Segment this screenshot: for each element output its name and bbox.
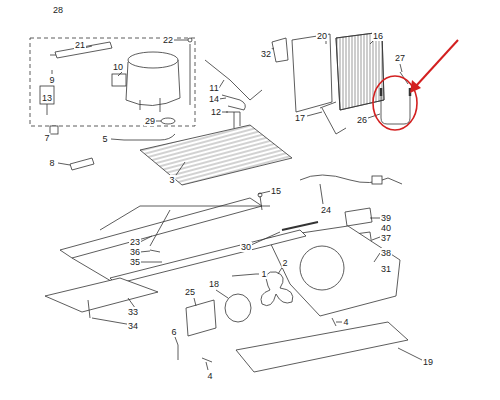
- callout-number: 7: [43, 133, 50, 143]
- callout-number: 26: [356, 115, 368, 125]
- evaporator-cover: [292, 34, 332, 112]
- tube-assembly: [381, 88, 410, 124]
- callout-number: 1: [260, 269, 267, 279]
- callout-number: 2: [281, 258, 288, 268]
- callout-number: 16: [372, 31, 384, 41]
- highlight-circle: [373, 76, 417, 130]
- callout-number: 40: [380, 223, 392, 233]
- callout-number: 30: [240, 242, 252, 252]
- callout-number: 4: [342, 317, 349, 327]
- callout-number: 22: [162, 35, 174, 45]
- callout-number: 13: [41, 93, 53, 103]
- callout-number: 6: [170, 327, 177, 337]
- wire-harness: [300, 175, 402, 184]
- callout-number: 29: [144, 116, 156, 126]
- callout-number: 31: [380, 264, 392, 274]
- line-art: [30, 32, 422, 372]
- callout-number: 5: [101, 134, 108, 144]
- callout-number: 25: [184, 287, 196, 297]
- callout-number: 3: [168, 175, 175, 185]
- callout-number: 18: [208, 279, 220, 289]
- callout-number: 34: [127, 321, 139, 331]
- callout-number: 35: [129, 257, 141, 267]
- callout-number: 33: [127, 307, 139, 317]
- callout-number: 15: [270, 186, 282, 196]
- callout-number: 12: [210, 107, 222, 117]
- callout-number: 10: [112, 62, 124, 72]
- callout-number: 24: [320, 205, 332, 215]
- callout-number: 37: [380, 233, 392, 243]
- callout-number: 21: [74, 40, 86, 50]
- callout-number: 36: [129, 247, 141, 257]
- plate: [45, 278, 158, 312]
- callout-number: 38: [380, 248, 392, 258]
- callout-number: 17: [294, 113, 306, 123]
- group-bracket: [30, 38, 195, 126]
- highlight-arrow: [416, 40, 458, 86]
- condenser-coil: [140, 125, 292, 185]
- highlight-arrowhead: [410, 80, 421, 93]
- drain-pan: [236, 322, 408, 372]
- callout-number: 20: [316, 31, 328, 41]
- callout-number: 11: [208, 83, 219, 93]
- callout-number: 39: [380, 213, 392, 223]
- callout-number: 28: [52, 5, 64, 15]
- evaporator: [336, 32, 384, 110]
- callout-number: 4: [206, 371, 213, 381]
- callout-number: 9: [48, 75, 55, 85]
- callout-number: 32: [260, 49, 272, 59]
- callout-number: 23: [129, 237, 141, 247]
- callout-number: 14: [208, 94, 220, 104]
- callout-number: 8: [48, 158, 55, 168]
- fan-motor: [225, 294, 251, 322]
- callout-number: 19: [422, 357, 434, 367]
- callout-number: 27: [394, 53, 406, 63]
